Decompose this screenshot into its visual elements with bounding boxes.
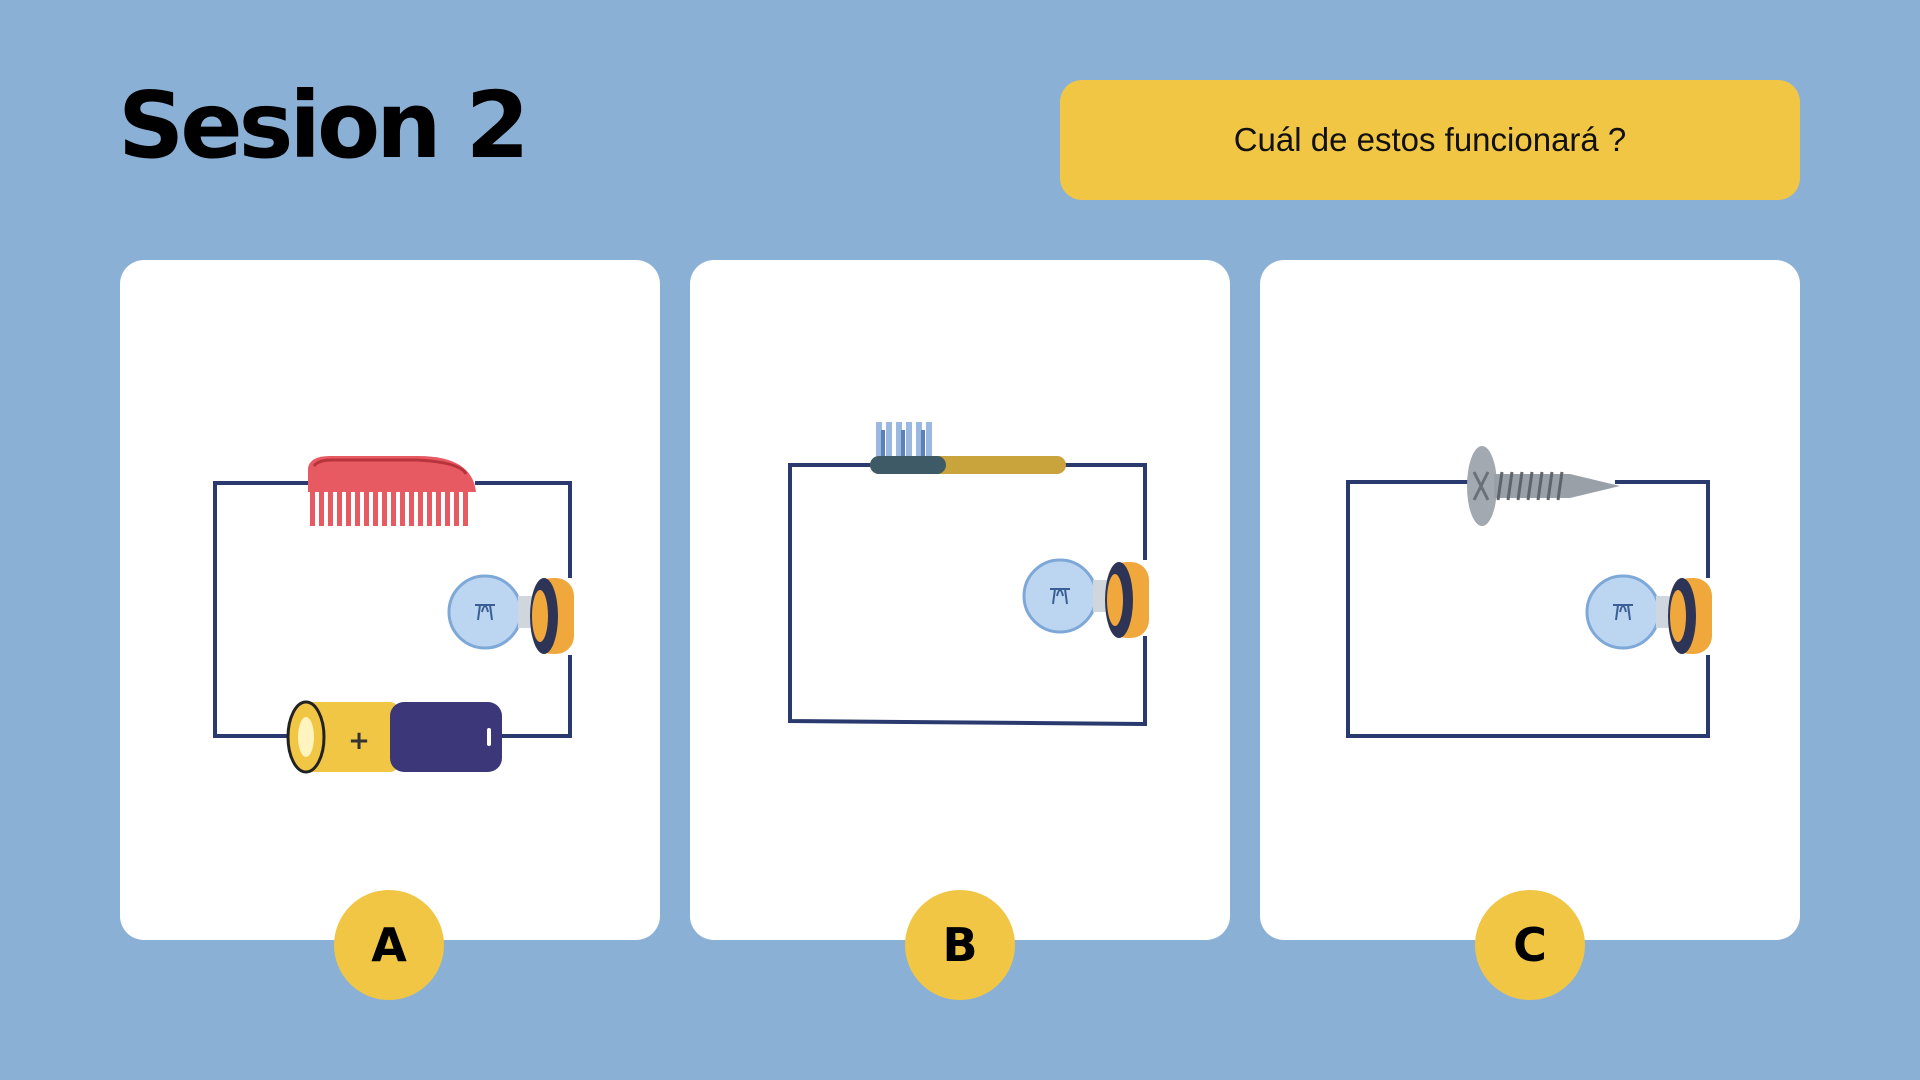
wire-loop bbox=[1346, 480, 1710, 738]
battery-icon: + bbox=[286, 700, 502, 774]
question-box: Cuál de estos funcionará ? bbox=[1060, 80, 1800, 200]
option-card-a[interactable]: + bbox=[120, 260, 660, 940]
comb-icon bbox=[308, 456, 476, 526]
option-letter-c: C bbox=[1513, 918, 1547, 972]
circuit-b-diagram bbox=[788, 422, 1149, 727]
circuit-a-diagram: + bbox=[213, 456, 574, 774]
wire-loop bbox=[788, 463, 1147, 727]
battery-plus-sign: + bbox=[348, 726, 370, 756]
option-card-c[interactable] bbox=[1260, 260, 1800, 940]
circuit-c-diagram bbox=[1346, 446, 1712, 738]
option-badge-a[interactable]: A bbox=[334, 890, 444, 1000]
light-bulb-icon bbox=[447, 574, 574, 654]
option-badge-b[interactable]: B bbox=[905, 890, 1015, 1000]
screw-icon bbox=[1467, 446, 1620, 526]
light-bulb-icon bbox=[1022, 558, 1149, 638]
option-badge-c[interactable]: C bbox=[1475, 890, 1585, 1000]
option-card-b[interactable] bbox=[690, 260, 1230, 940]
slide-title: Sesion 2 bbox=[118, 72, 530, 179]
toothbrush-icon bbox=[870, 422, 1066, 474]
wire-loop bbox=[213, 481, 572, 738]
option-letter-a: A bbox=[371, 918, 407, 972]
light-bulb-icon bbox=[1585, 574, 1712, 654]
question-text: Cuál de estos funcionará ? bbox=[1233, 121, 1627, 158]
option-letter-b: B bbox=[942, 918, 978, 972]
